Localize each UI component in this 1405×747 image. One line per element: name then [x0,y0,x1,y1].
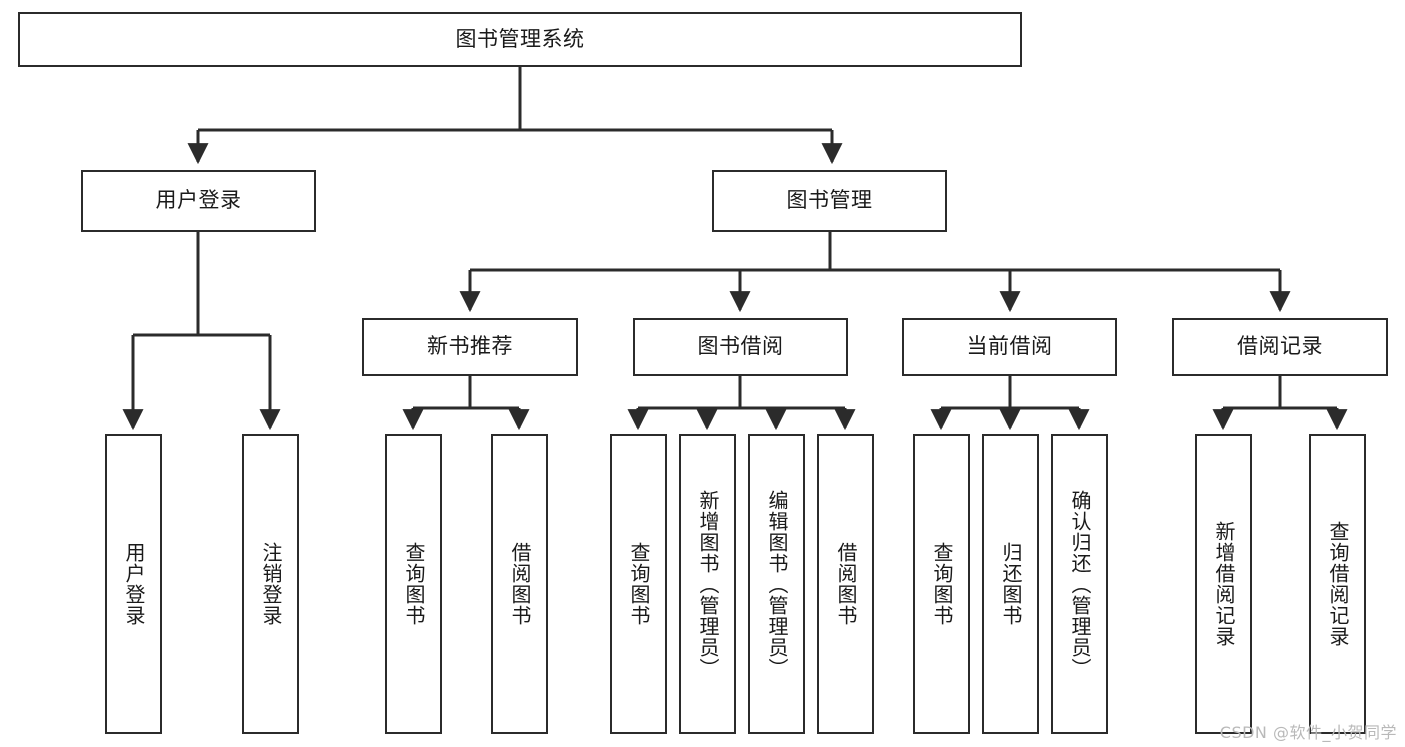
leaf-current-return-book-label: 归还图书 [999,542,1023,626]
leaf-current-confirm-return[interactable]: 确认归还（管理员） [1051,434,1108,734]
leaf-record-add-record[interactable]: 新增借阅记录 [1195,434,1252,734]
leaf-current-query-book-label: 查询图书 [930,542,954,626]
leaf-user-login-logout[interactable]: 注销登录 [242,434,299,734]
node-new-book-recommend-label: 新书推荐 [427,334,513,359]
node-book-management-label: 图书管理 [786,188,873,213]
leaf-borrow-query-book[interactable]: 查询图书 [610,434,667,734]
leaf-recommend-borrow-book-label: 借阅图书 [508,542,532,626]
leaf-recommend-borrow-book[interactable]: 借阅图书 [491,434,548,734]
leaf-user-login-login[interactable]: 用户登录 [105,434,162,734]
node-current-borrow[interactable]: 当前借阅 [902,318,1117,376]
node-current-borrow-label: 当前借阅 [966,334,1053,359]
leaf-user-login-login-label: 用户登录 [122,542,146,626]
node-new-book-recommend[interactable]: 新书推荐 [362,318,578,376]
leaf-recommend-query-book[interactable]: 查询图书 [385,434,442,734]
leaf-borrow-edit-book-label: 编辑图书（管理员） [765,489,789,679]
leaf-borrow-add-book-label: 新增图书（管理员） [696,489,720,679]
leaf-borrow-borrow-book[interactable]: 借阅图书 [817,434,874,734]
node-root[interactable]: 图书管理系统 [18,12,1022,67]
leaf-borrow-borrow-book-label: 借阅图书 [834,542,858,626]
node-user-login[interactable]: 用户登录 [81,170,316,232]
node-book-management[interactable]: 图书管理 [712,170,947,232]
leaf-borrow-query-book-label: 查询图书 [627,542,651,626]
leaf-current-query-book[interactable]: 查询图书 [913,434,970,734]
leaf-current-confirm-return-label: 确认归还（管理员） [1068,489,1092,679]
leaf-record-add-record-label: 新增借阅记录 [1212,521,1236,647]
leaf-record-query-record-label: 查询借阅记录 [1326,521,1350,647]
leaf-user-login-logout-label: 注销登录 [259,542,283,626]
node-borrow-record[interactable]: 借阅记录 [1172,318,1388,376]
leaf-borrow-add-book[interactable]: 新增图书（管理员） [679,434,736,734]
node-book-borrow-label: 图书借阅 [697,334,784,359]
leaf-recommend-query-book-label: 查询图书 [402,542,426,626]
leaf-record-query-record[interactable]: 查询借阅记录 [1309,434,1366,734]
leaf-borrow-edit-book[interactable]: 编辑图书（管理员） [748,434,805,734]
node-user-login-label: 用户登录 [155,188,242,213]
node-borrow-record-label: 借阅记录 [1237,334,1323,359]
leaf-current-return-book[interactable]: 归还图书 [982,434,1039,734]
node-book-borrow[interactable]: 图书借阅 [633,318,848,376]
node-root-label: 图书管理系统 [455,26,585,51]
